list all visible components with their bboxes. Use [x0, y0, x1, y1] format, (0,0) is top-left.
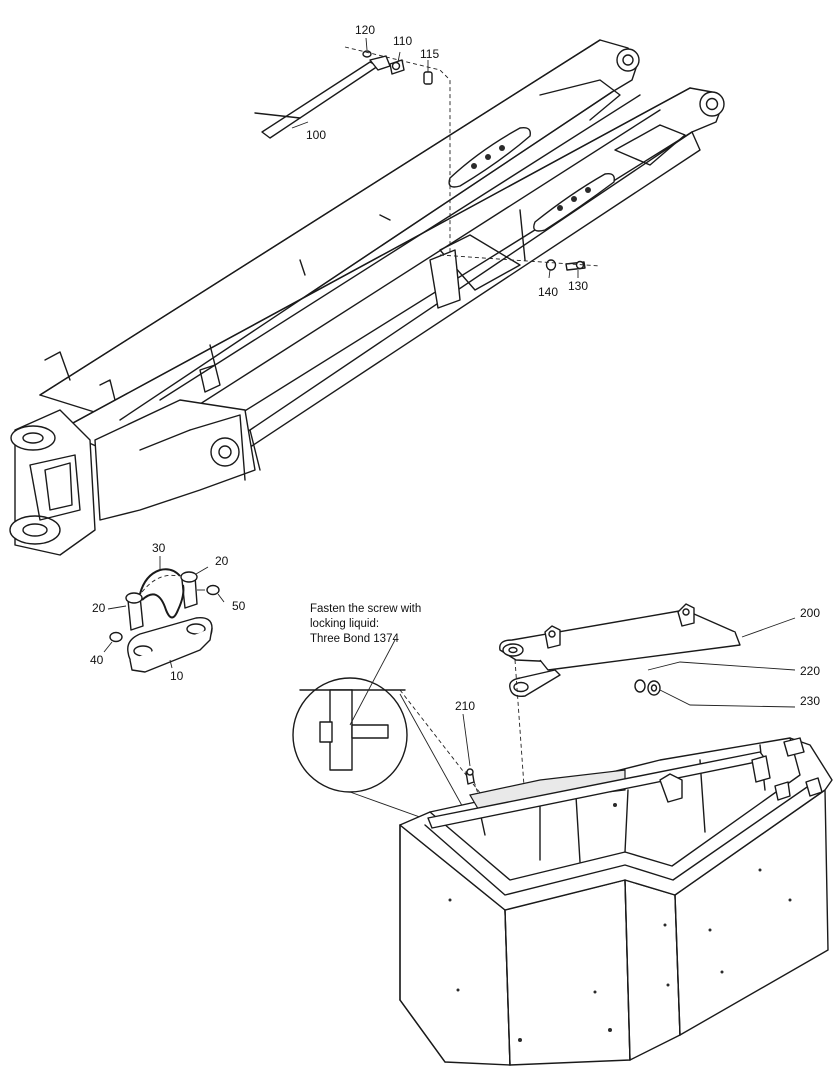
callout-200: 200	[800, 606, 820, 620]
callout-20-right: 20	[215, 554, 229, 568]
callout-210: 210	[455, 699, 475, 713]
note-line-1: Fasten the screw with	[310, 603, 421, 615]
pin-chain-assembly	[109, 568, 220, 673]
part-screw-210	[465, 768, 475, 785]
part-nut-140	[545, 259, 557, 271]
callout-220: 220	[800, 664, 820, 678]
part-bolt-110	[389, 59, 405, 75]
part-rod-100	[254, 55, 391, 139]
part-pin-115	[423, 71, 433, 85]
callout-230: 230	[800, 694, 820, 708]
callout-20-left: 20	[92, 601, 106, 615]
detail-magnifier	[292, 639, 471, 836]
part-washer-220	[634, 679, 646, 693]
note-line-2: locking liquid:	[310, 618, 379, 630]
part-bracket-200	[499, 603, 741, 698]
part-nut-230	[647, 680, 661, 696]
callout-115: 115	[420, 47, 439, 61]
counterweight-box	[399, 737, 833, 1066]
callout-130: 130	[568, 279, 588, 293]
boom-arm	[9, 39, 725, 556]
part-screw-130	[565, 260, 586, 271]
note-line-3: Three Bond 1374	[310, 633, 399, 645]
callout-140: 140	[538, 285, 558, 299]
callout-10: 10	[170, 669, 184, 683]
callout-100: 100	[306, 128, 326, 142]
callout-110: 110	[393, 34, 412, 48]
callout-50: 50	[232, 599, 246, 613]
callout-40: 40	[90, 653, 104, 667]
callout-30: 30	[152, 541, 166, 555]
callout-120: 120	[355, 23, 375, 37]
